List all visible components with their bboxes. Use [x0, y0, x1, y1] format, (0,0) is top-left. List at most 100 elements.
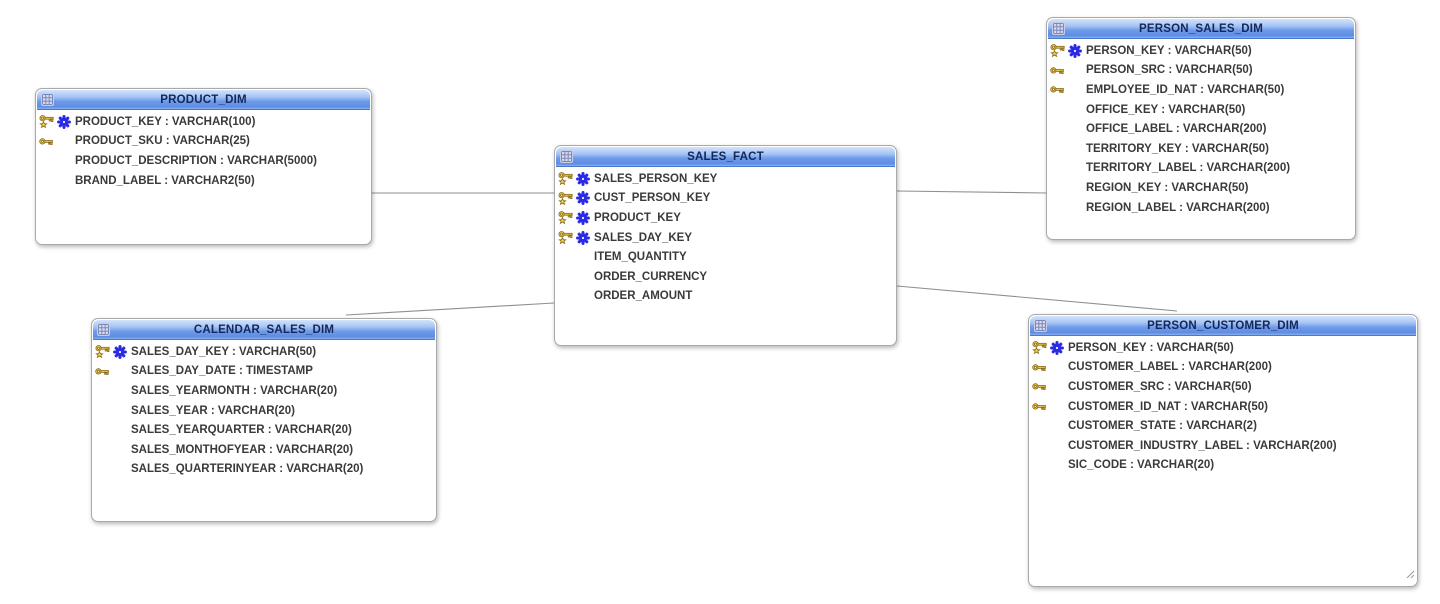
column-label: CUSTOMER_LABEL : VARCHAR(200) [1068, 361, 1272, 374]
relationship-line-personsales-sales[interactable] [896, 190, 1047, 194]
column-row[interactable]: PRODUCT_DESCRIPTION : VARCHAR(5000) [36, 151, 371, 171]
column-row[interactable]: CUSTOMER_SRC : VARCHAR(50) [1029, 377, 1417, 397]
column-label: SIC_CODE : VARCHAR(20) [1068, 459, 1215, 472]
column-row[interactable]: CUSTOMER_ID_NAT : VARCHAR(50) [1029, 397, 1417, 417]
column-label: SALES_DAY_KEY [594, 231, 693, 244]
relationship-line-calendar-sales[interactable] [345, 302, 555, 316]
column-row[interactable]: SALES_YEAR : VARCHAR(20) [92, 401, 436, 421]
column-label: PRODUCT_KEY : VARCHAR(100) [75, 115, 256, 128]
primary-key-icon [557, 230, 574, 245]
column-row[interactable]: SIC_CODE : VARCHAR(20) [1029, 456, 1417, 476]
column-row[interactable]: EMPLOYEE_ID_NAT : VARCHAR(50) [1047, 80, 1355, 100]
column-row[interactable]: PRODUCT_SKU : VARCHAR(25) [36, 132, 371, 152]
foreign-key-icon [1031, 363, 1048, 372]
column-label: EMPLOYEE_ID_NAT : VARCHAR(50) [1086, 83, 1285, 96]
table-grid-icon [1052, 22, 1065, 40]
primary-key-icon [557, 210, 574, 225]
table-header-person-sales-dim[interactable]: PERSON_SALES_DIM [1048, 19, 1354, 39]
column-row[interactable]: SALES_YEARQUARTER : VARCHAR(20) [92, 420, 436, 440]
table-sales-fact[interactable]: SALES_FACT SALES_PERSON_KEY CUST_PERSON_K… [554, 145, 897, 346]
column-row[interactable]: ORDER_AMOUNT [555, 287, 896, 307]
column-list: SALES_PERSON_KEY CUST_PERSON_KEY PRODUCT_K… [555, 167, 896, 306]
column-row[interactable]: TERRITORY_LABEL : VARCHAR(200) [1047, 159, 1355, 179]
column-label: SALES_MONTHOFYEAR : VARCHAR(20) [131, 443, 354, 456]
column-label: ITEM_QUANTITY [594, 251, 687, 264]
table-person-customer-dim[interactable]: PERSON_CUSTOMER_DIM PERSON_KEY : VARCHAR… [1028, 314, 1418, 587]
column-label: PRODUCT_SKU : VARCHAR(25) [75, 135, 250, 148]
column-row[interactable]: PRODUCT_KEY [555, 208, 896, 228]
column-row[interactable]: PRODUCT_KEY : VARCHAR(100) [36, 112, 371, 132]
column-label: REGION_LABEL : VARCHAR(200) [1086, 201, 1270, 214]
foreign-key-icon [1049, 85, 1066, 94]
column-list: PERSON_KEY : VARCHAR(50) CUSTOMER_LABEL :… [1029, 336, 1417, 475]
column-row[interactable]: BRAND_LABEL : VARCHAR2(50) [36, 171, 371, 191]
column-label: SALES_YEARQUARTER : VARCHAR(20) [131, 424, 352, 437]
column-row[interactable]: CUSTOMER_INDUSTRY_LABEL : VARCHAR(200) [1029, 436, 1417, 456]
relationship-line-personcustomer-sales[interactable] [896, 285, 1178, 312]
primary-key-icon [38, 114, 55, 129]
primary-key-icon [557, 171, 574, 186]
column-label: SALES_QUARTERINYEAR : VARCHAR(20) [131, 463, 364, 476]
column-label: PERSON_KEY : VARCHAR(50) [1068, 341, 1234, 354]
resize-handle-icon[interactable] [1406, 566, 1415, 584]
column-row[interactable]: CUST_PERSON_KEY [555, 189, 896, 209]
foreign-key-icon [38, 137, 55, 146]
column-label: ORDER_CURRENCY [594, 270, 708, 283]
column-label: PRODUCT_KEY [594, 211, 681, 224]
column-row[interactable]: TERRITORY_KEY : VARCHAR(50) [1047, 139, 1355, 159]
table-title: PRODUCT_DIM [160, 93, 247, 106]
column-label: BRAND_LABEL : VARCHAR2(50) [75, 174, 255, 187]
table-title: SALES_FACT [687, 150, 764, 163]
column-row[interactable]: ORDER_CURRENCY [555, 267, 896, 287]
table-person-sales-dim[interactable]: PERSON_SALES_DIM PERSON_KEY : VARCHAR(50… [1046, 17, 1356, 240]
column-row[interactable]: PERSON_KEY : VARCHAR(50) [1047, 41, 1355, 61]
mandatory-icon [574, 211, 591, 225]
column-row[interactable]: SALES_QUARTERINYEAR : VARCHAR(20) [92, 460, 436, 480]
column-row[interactable]: OFFICE_LABEL : VARCHAR(200) [1047, 119, 1355, 139]
table-header-sales-fact[interactable]: SALES_FACT [556, 147, 895, 167]
column-row[interactable]: SALES_DAY_KEY [555, 228, 896, 248]
column-label: CUSTOMER_STATE : VARCHAR(2) [1068, 420, 1257, 433]
column-row[interactable]: OFFICE_KEY : VARCHAR(50) [1047, 100, 1355, 120]
column-label: PRODUCT_DESCRIPTION : VARCHAR(5000) [75, 154, 317, 167]
column-row[interactable]: REGION_LABEL : VARCHAR(200) [1047, 198, 1355, 218]
column-row[interactable]: SALES_DAY_DATE : TIMESTAMP [92, 362, 436, 382]
column-label: SALES_DAY_DATE : TIMESTAMP [131, 365, 313, 378]
table-calendar-sales-dim[interactable]: CALENDAR_SALES_DIM SALES_DAY_KEY : VARCH… [91, 318, 437, 522]
column-row[interactable]: ITEM_QUANTITY [555, 247, 896, 267]
column-label: OFFICE_LABEL : VARCHAR(200) [1086, 123, 1267, 136]
column-row[interactable]: SALES_DAY_KEY : VARCHAR(50) [92, 342, 436, 362]
table-grid-icon [41, 93, 54, 111]
column-label: ORDER_AMOUNT [594, 290, 693, 303]
primary-key-icon [1049, 43, 1066, 58]
column-row[interactable]: REGION_KEY : VARCHAR(50) [1047, 178, 1355, 198]
column-row[interactable]: PERSON_SRC : VARCHAR(50) [1047, 61, 1355, 81]
mandatory-icon [574, 230, 591, 245]
foreign-key-icon [1049, 66, 1066, 75]
mandatory-icon [111, 344, 128, 359]
mandatory-icon [574, 171, 591, 186]
column-row[interactable]: CUSTOMER_LABEL : VARCHAR(200) [1029, 358, 1417, 378]
column-label: SALES_DAY_KEY : VARCHAR(50) [131, 345, 317, 358]
mandatory-icon [574, 191, 591, 206]
table-header-person-customer-dim[interactable]: PERSON_CUSTOMER_DIM [1030, 316, 1416, 336]
primary-key-icon [1031, 340, 1048, 355]
primary-key-icon [557, 191, 574, 206]
column-label: TERRITORY_LABEL : VARCHAR(200) [1086, 162, 1291, 175]
foreign-key-icon [1031, 402, 1048, 411]
table-header-product-dim[interactable]: PRODUCT_DIM [37, 90, 370, 110]
column-label: CUST_PERSON_KEY [594, 192, 711, 205]
foreign-key-icon [1031, 382, 1048, 391]
mandatory-icon [55, 114, 72, 129]
column-row[interactable]: PERSON_KEY : VARCHAR(50) [1029, 338, 1417, 358]
column-label: OFFICE_KEY : VARCHAR(50) [1086, 103, 1246, 116]
column-row[interactable]: CUSTOMER_STATE : VARCHAR(2) [1029, 416, 1417, 436]
column-row[interactable]: SALES_PERSON_KEY [555, 169, 896, 189]
table-header-calendar-sales-dim[interactable]: CALENDAR_SALES_DIM [93, 320, 435, 340]
table-grid-icon [97, 323, 110, 341]
column-row[interactable]: SALES_MONTHOFYEAR : VARCHAR(20) [92, 440, 436, 460]
column-row[interactable]: SALES_YEARMONTH : VARCHAR(20) [92, 381, 436, 401]
column-label: PERSON_KEY : VARCHAR(50) [1086, 44, 1252, 57]
table-product-dim[interactable]: PRODUCT_DIM PRODUCT_KEY : VARCHAR(100) PR… [35, 88, 372, 245]
